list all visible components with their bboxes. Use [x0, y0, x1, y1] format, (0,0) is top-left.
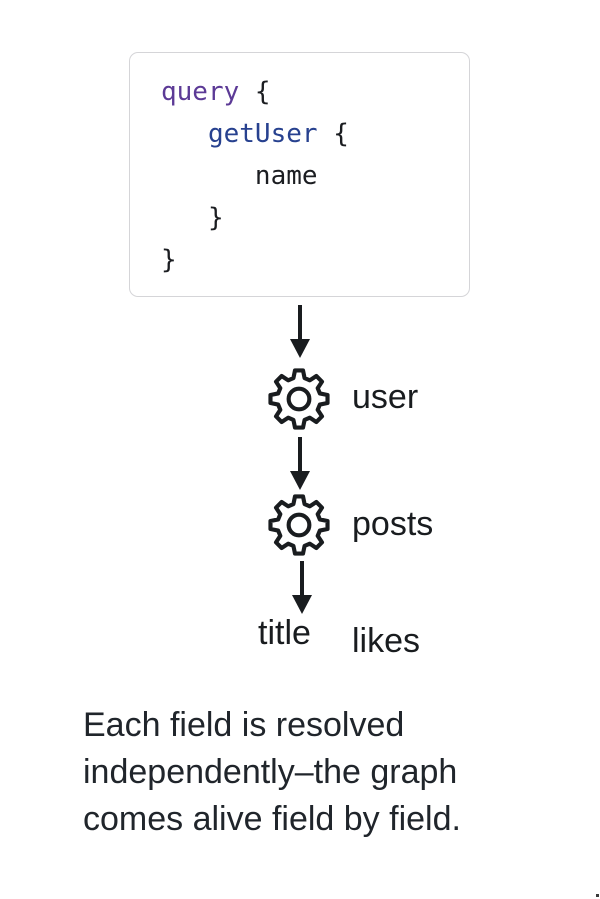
arrow-down-icon — [290, 305, 310, 358]
code-indent — [161, 119, 208, 149]
gear-icon — [268, 494, 330, 556]
code-line-4: } — [161, 203, 224, 233]
code-line-1: query { — [161, 71, 469, 113]
screen-artifact-dot — [596, 894, 599, 897]
resolver-label-posts: posts — [352, 505, 434, 543]
caption-line-2: independently–the graph — [83, 753, 458, 791]
caption-line-1: Each field is resolved — [83, 706, 405, 744]
code-punct: { — [317, 119, 349, 149]
code-keyword: query — [161, 77, 240, 107]
caption-line-3: comes alive field by field. — [83, 800, 461, 838]
gear-icon — [268, 368, 330, 430]
caption: Each field is resolved independently–the… — [83, 702, 563, 843]
query-code-box: query { getUser { name } } — [129, 52, 470, 297]
leaf-field-likes: likes — [352, 622, 421, 660]
code-line-2: getUser { — [161, 113, 469, 155]
resolver-label-user: user — [352, 378, 419, 416]
leaf-field-title: title — [258, 614, 311, 652]
arrow-down-icon — [292, 561, 312, 614]
code-line-3: name — [161, 161, 318, 191]
code-field-name: getUser — [207, 119, 318, 149]
arrow-down-icon — [290, 437, 310, 490]
code-punct: { — [239, 77, 271, 107]
code-line-5: } — [161, 245, 177, 275]
